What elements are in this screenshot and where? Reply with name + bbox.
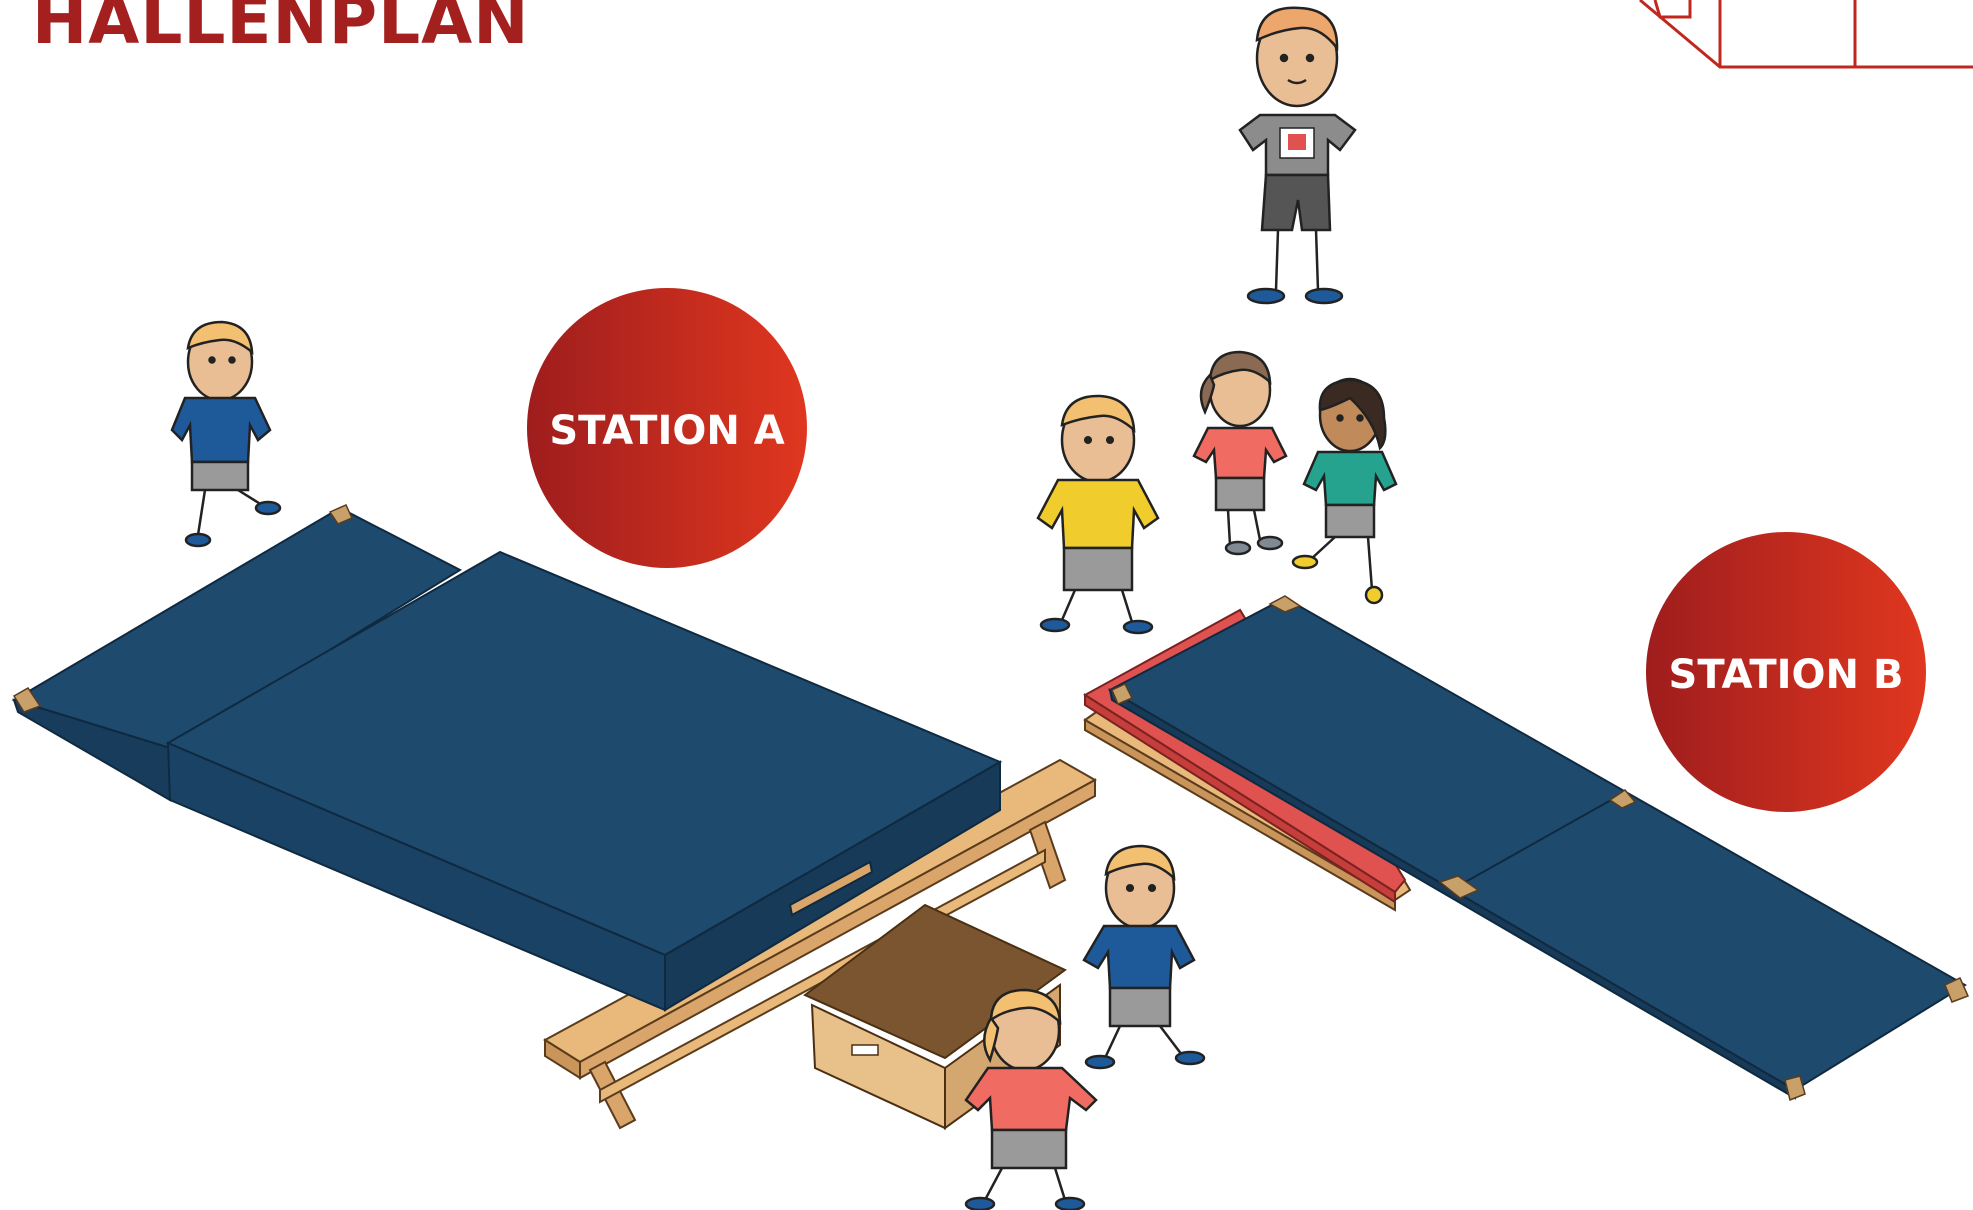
mat-corner [12,687,42,713]
teacher-figure [1238,6,1357,305]
child-figure-blue-bottom [1082,844,1206,1070]
thin-mat-station-a [11,506,463,802]
child-figure-left [170,320,282,548]
landing-mat [165,550,1003,1012]
mat-corners-station-b [1111,595,1970,1102]
child-figure-red-bottom [964,988,1098,1210]
corner-logo [1639,0,1973,69]
station-b-label: STATION B [1669,652,1904,698]
station-a-label: STATION A [549,408,784,454]
child-figure-yellow [1036,394,1160,635]
station-b-badge: STATION B [1646,532,1926,812]
station-a-badge: STATION A [527,288,807,568]
mat-corner [328,504,354,525]
page-title: HALLENPLAN [32,0,530,59]
long-mat-station-b [1107,596,1967,1100]
child-figure-green [1291,377,1398,605]
child-figure-red-top [1192,350,1288,556]
